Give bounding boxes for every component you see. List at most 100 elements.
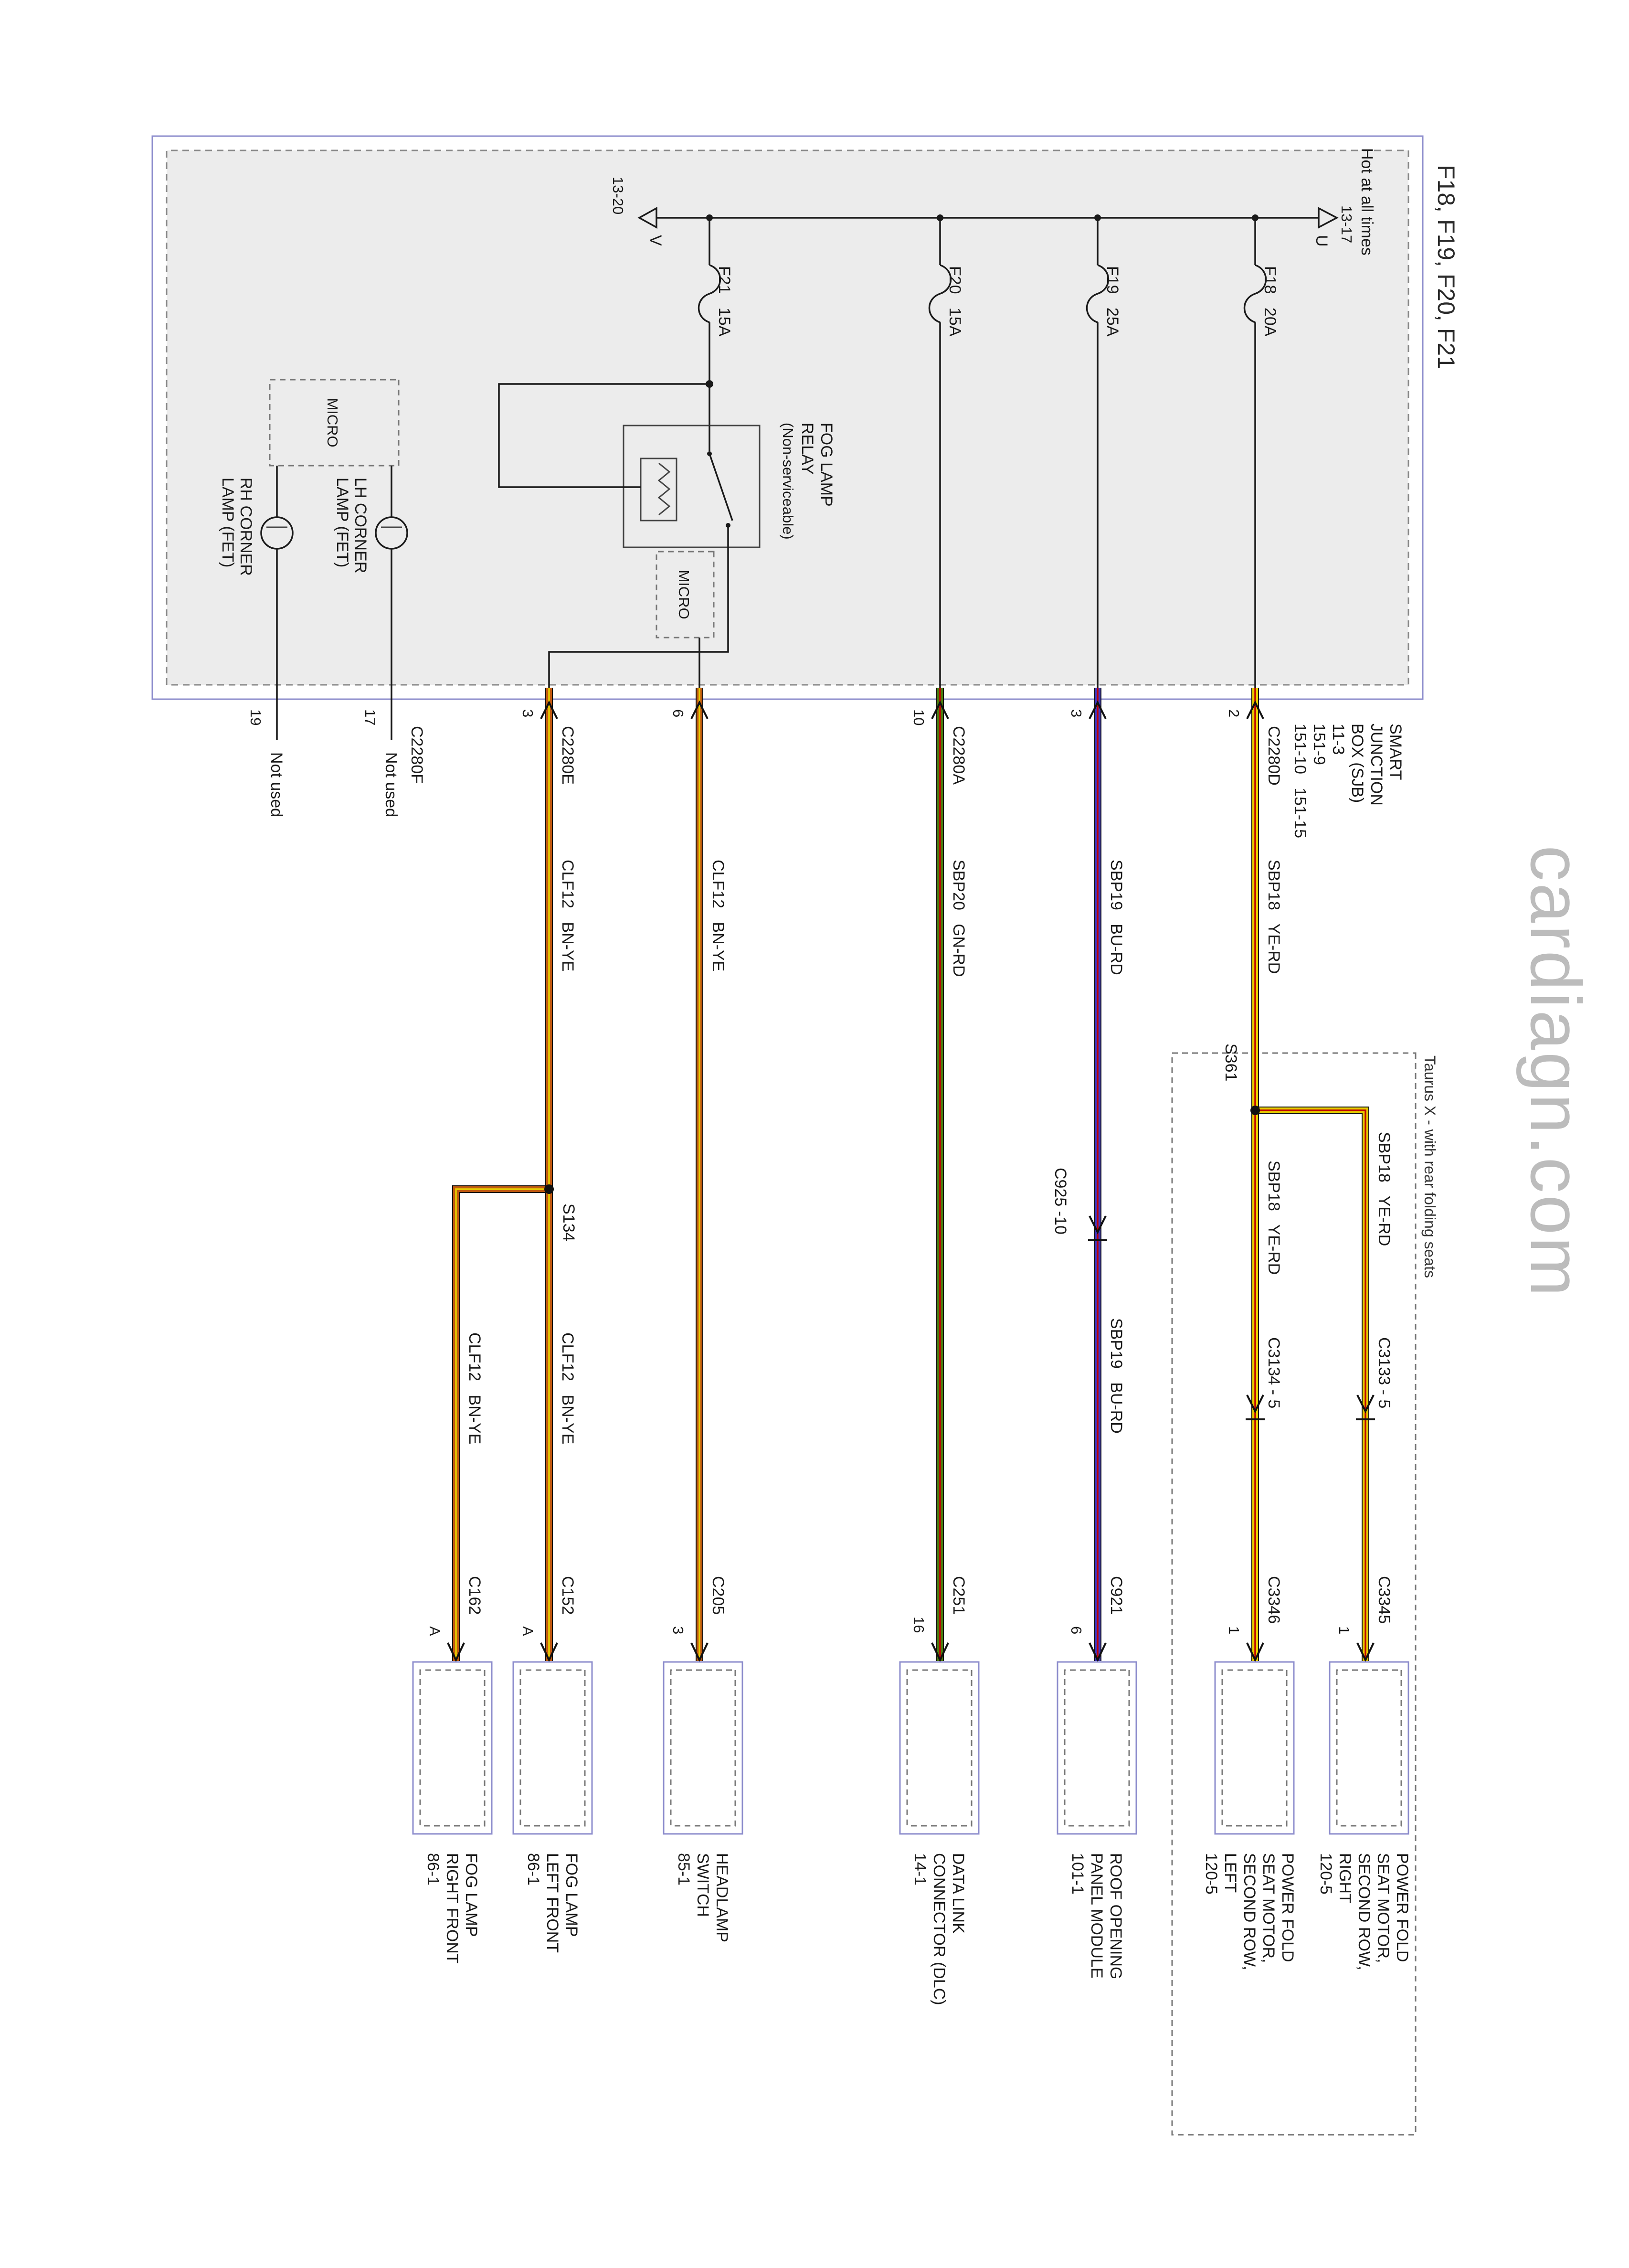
svg-text:JUNCTION: JUNCTION (1367, 724, 1386, 806)
label-seat-motor-right: POWER FOLD SEAT MOTOR, SECOND ROW, RIGHT… (1317, 1853, 1411, 1970)
hot-at-all-times-label: Hot at all times (1358, 148, 1376, 256)
component-box-roof-opening-panel (1057, 1661, 1137, 1835)
component-box-dlc (899, 1661, 980, 1835)
svg-text:LH CORNER: LH CORNER (351, 478, 370, 573)
pin-c162-a: A (426, 1626, 443, 1636)
label-s134: S134 (560, 1203, 578, 1241)
label-roof-opening-panel: ROOF OPENING PANEL MODULE 101-1 (1068, 1853, 1125, 1979)
connector-c152: C152 (559, 1576, 577, 1615)
svg-text:120-5: 120-5 (1317, 1853, 1335, 1895)
power-bus (637, 207, 1339, 229)
label-clf12-fog-2: CLF12 BN-YE (559, 1332, 577, 1444)
pin-c921-6: 6 (1068, 1626, 1085, 1634)
fuse-f21 (698, 218, 721, 426)
svg-text:FOG LAMP: FOG LAMP (462, 1853, 480, 1937)
connector-c3346: C3346 (1265, 1576, 1283, 1624)
fuse-f18 (1243, 218, 1267, 688)
connector-c2280e: C2280E (559, 726, 577, 785)
component-box-seat-motor-left (1214, 1661, 1295, 1835)
label-c3134: C3134 - 5 (1265, 1337, 1283, 1408)
rh-corner-lamp-fet (260, 466, 294, 740)
sjb-label: SMART JUNCTION BOX (SJB) 11-3 151-9 151-… (1291, 724, 1405, 838)
label-seat-motor-left: POWER FOLD SEAT MOTOR, SECOND ROW, LEFT … (1202, 1853, 1297, 1970)
svg-text:151-9: 151-9 (1310, 724, 1328, 765)
micro-box-corner-lamps (269, 379, 400, 467)
watermark: cardiagn.com (1516, 845, 1596, 1298)
svg-text:86-1: 86-1 (424, 1853, 442, 1885)
svg-text:LAMP (FET): LAMP (FET) (219, 478, 237, 567)
label-clf12-fog-1: CLF12 BN-YE (559, 860, 577, 971)
svg-text:LEFT: LEFT (1221, 1853, 1239, 1893)
label-sbp18-1: SBP18 YE-RD (1265, 860, 1283, 974)
pin-c251-16: 16 (910, 1617, 927, 1633)
smart-junction-box (151, 135, 1424, 700)
label-clf12-branch: CLF12 BN-YE (465, 1332, 484, 1444)
svg-text:RELAY: RELAY (798, 423, 816, 475)
svg-text:FOG LAMP: FOG LAMP (817, 423, 836, 507)
svg-text:SECOND ROW,: SECOND ROW, (1355, 1853, 1373, 1970)
relay-coil (640, 458, 677, 522)
inline-connector-c3133 (1356, 1395, 1375, 1420)
svg-text:101-1: 101-1 (1068, 1853, 1087, 1895)
taurus-option-note: Taurus X - with rear folding seats (1421, 1055, 1439, 1278)
label-c3133: C3133 - 5 (1375, 1337, 1393, 1408)
label-fog-lamp-right: FOG LAMP RIGHT FRONT 86-1 (424, 1853, 480, 1964)
label-sbp18-2: SBP18 YE-RD (1265, 1161, 1283, 1275)
fuse-f18-label: F18 20A (1261, 266, 1279, 337)
fuse-f20-label: F20 15A (946, 266, 964, 337)
relay-output-line (548, 547, 729, 688)
pin-3-blue: 3 (1068, 709, 1085, 717)
svg-text:11-3: 11-3 (1329, 724, 1347, 755)
connector-c2280d: C2280D (1265, 726, 1283, 786)
label-s361: S361 (1222, 1043, 1240, 1081)
taurus-x-option-box (1171, 1052, 1417, 2136)
svg-text:LEFT FRONT: LEFT FRONT (543, 1853, 561, 1953)
svg-text:14-1: 14-1 (911, 1853, 929, 1885)
svg-text:SECOND ROW,: SECOND ROW, (1240, 1853, 1259, 1970)
relay-label: FOG LAMP RELAY (Non-serviceable) (780, 423, 836, 540)
fuse-f19-label: F19 25A (1103, 266, 1121, 337)
fuse-f19 (1086, 218, 1110, 688)
inline-connector-c925 (1088, 1215, 1107, 1241)
connector-c205: C205 (709, 1576, 727, 1615)
label-sbp18-3: SBP18 YE-RD (1375, 1132, 1393, 1246)
lh-corner-lamp-label: LH CORNER LAMP (FET) (333, 478, 370, 573)
label-sbp19-2: SBP19 BU-RD (1107, 1318, 1125, 1434)
svg-text:HEADLAMP: HEADLAMP (713, 1853, 731, 1942)
pin-10: 10 (910, 709, 927, 725)
svg-text:LAMP (FET): LAMP (FET) (333, 478, 351, 567)
component-connector-arrows (447, 1642, 1375, 1662)
micro-box-relay (656, 551, 715, 639)
pin-19: 19 (247, 709, 264, 725)
relay-coil-feed-line (498, 383, 709, 488)
svg-text:(Non-serviceable): (Non-serviceable) (780, 423, 796, 540)
fuse-f21-label: F21 15A (715, 266, 733, 337)
svg-text:86-1: 86-1 (524, 1853, 542, 1885)
svg-text:85-1: 85-1 (675, 1853, 693, 1885)
pin-c152-a: A (519, 1626, 536, 1636)
svg-text:POWER FOLD: POWER FOLD (1393, 1853, 1411, 1962)
connector-c251: C251 (950, 1576, 968, 1615)
pin-6: 6 (670, 709, 687, 717)
wire-sbp18-branch (1255, 1107, 1369, 1661)
label-dlc: DATA LINK CONNECTOR (DLC) 14-1 (911, 1853, 967, 2005)
svg-text:SMART: SMART (1386, 724, 1405, 780)
label-sbp19-1: SBP19 BU-RD (1107, 860, 1125, 975)
wire-clf12-fog-branch (452, 1185, 549, 1661)
label-headlamp-switch: HEADLAMP SWITCH 85-1 (675, 1853, 731, 1942)
svg-text:RIGHT: RIGHT (1336, 1853, 1354, 1904)
component-box-fog-lamp-right (412, 1661, 493, 1835)
micro-relay-label: MICRO (676, 570, 692, 619)
lh-corner-lamp-fet (375, 466, 408, 740)
svg-text:PANEL MODULE: PANEL MODULE (1088, 1853, 1106, 1979)
svg-text:RIGHT FRONT: RIGHT FRONT (443, 1853, 461, 1964)
splice-s134 (544, 1184, 554, 1194)
svg-text:SEAT MOTOR,: SEAT MOTOR, (1374, 1853, 1392, 1963)
power-source-ref: 13-17 (1338, 205, 1355, 243)
power-source-letter: U (1312, 235, 1331, 247)
not-used-19: Not used (267, 752, 286, 817)
power-continue-triangle-v (637, 207, 657, 229)
svg-text:151-10 151-15: 151-10 151-15 (1291, 724, 1309, 838)
label-clf12-headlamp: CLF12 BN-YE (709, 860, 727, 971)
